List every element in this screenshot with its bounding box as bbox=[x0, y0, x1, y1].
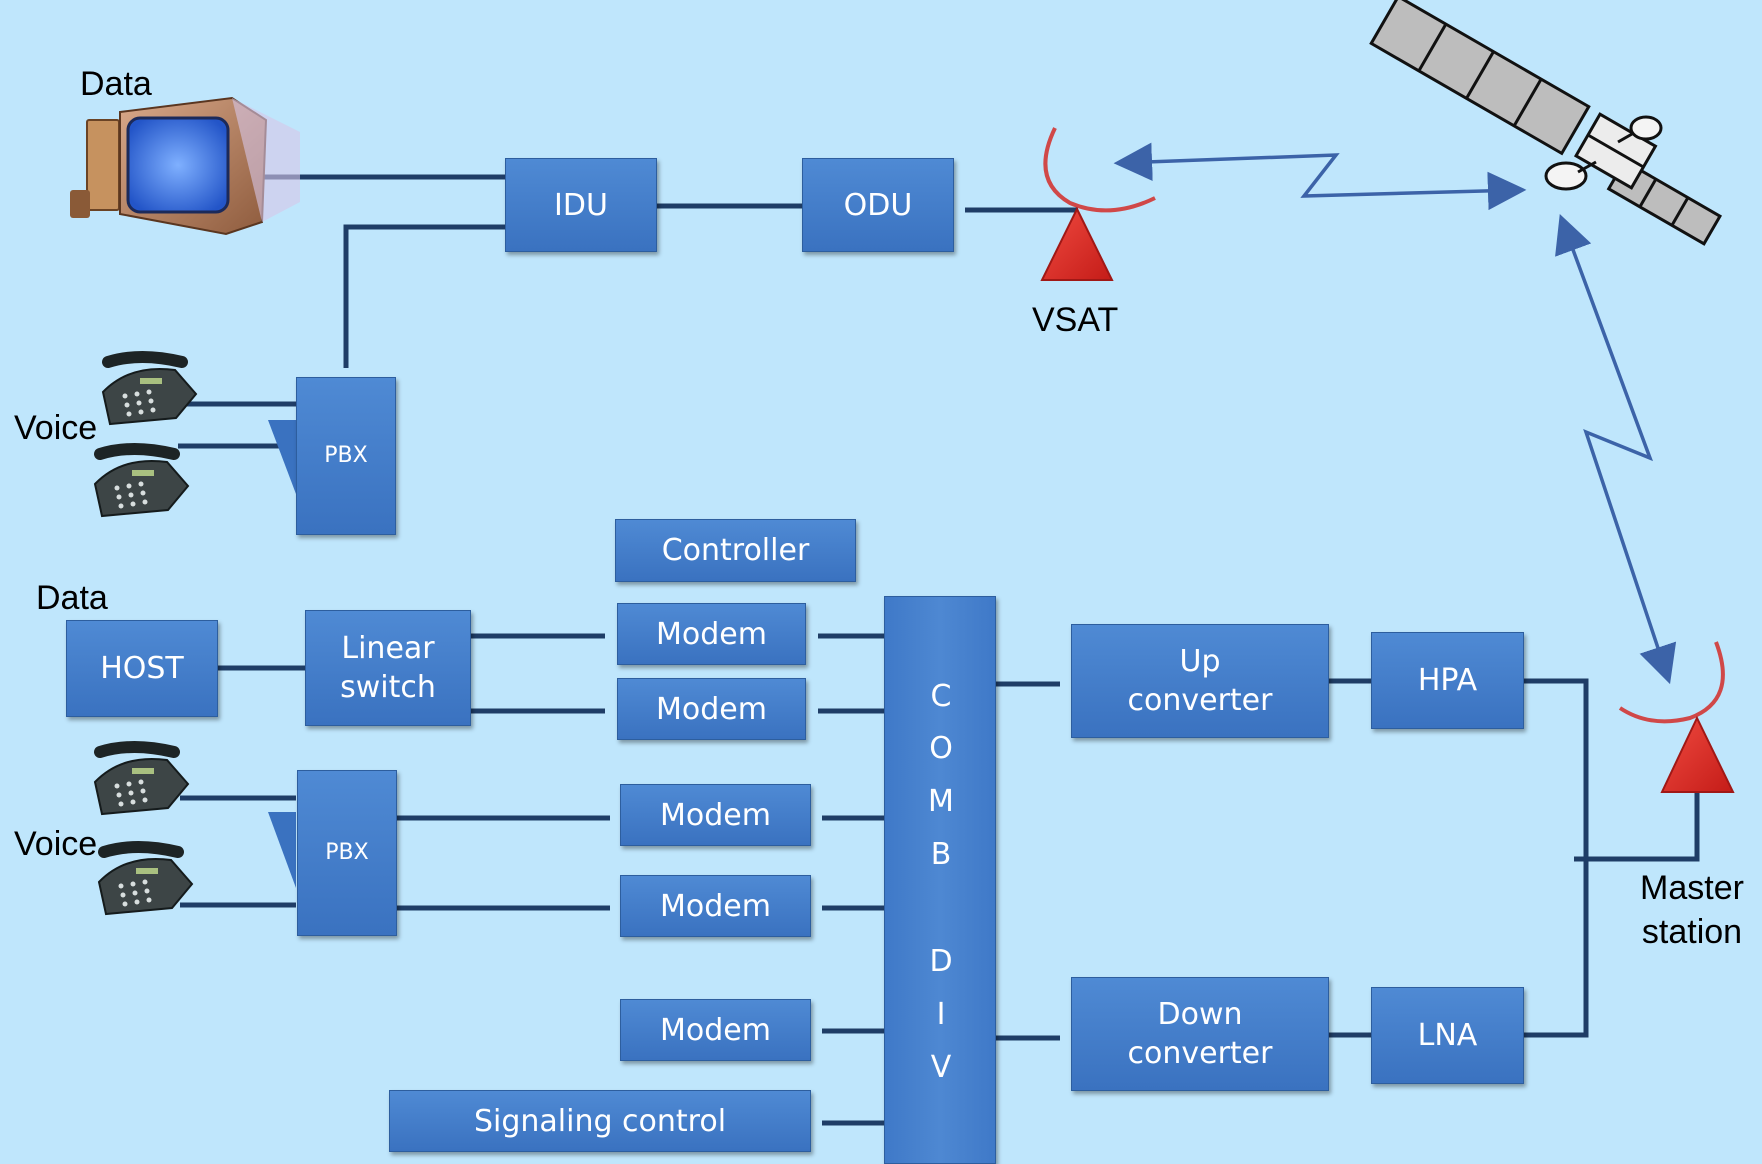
master-station-label: Master station bbox=[1640, 869, 1744, 952]
comb-letter: O bbox=[929, 731, 953, 766]
connector-lines bbox=[178, 174, 1700, 1126]
modem-box[interactable]: Modem bbox=[620, 784, 811, 846]
comb-letter: M bbox=[928, 784, 954, 819]
satellite-icon bbox=[1369, 0, 1723, 246]
pbx-box[interactable]: PBX bbox=[297, 770, 397, 936]
down-converter-box[interactable]: Down converter bbox=[1071, 977, 1329, 1091]
hpa-box[interactable]: HPA bbox=[1371, 632, 1524, 729]
modem-box[interactable]: Modem bbox=[620, 875, 811, 937]
radio-links bbox=[1113, 142, 1677, 685]
modem-box[interactable]: Modem bbox=[617, 603, 806, 665]
linear-switch-box[interactable]: Linear switch bbox=[305, 610, 471, 726]
modem-box[interactable]: Modem bbox=[617, 678, 806, 740]
comb-letter: C bbox=[930, 679, 952, 714]
modem-box[interactable]: Modem bbox=[620, 999, 811, 1061]
data-label: Data bbox=[36, 579, 108, 617]
telephone-icon bbox=[95, 747, 188, 814]
data-label: Data bbox=[80, 65, 152, 103]
pbx-box[interactable]: PBX bbox=[296, 377, 396, 535]
computer-icon bbox=[70, 96, 300, 236]
telephone-icon bbox=[95, 449, 188, 516]
idu-box[interactable]: IDU bbox=[505, 158, 657, 252]
voice-label: Voice bbox=[14, 409, 98, 447]
div-letter: D bbox=[929, 944, 953, 979]
up-converter-box[interactable]: Up converter bbox=[1071, 624, 1329, 738]
host-box[interactable]: HOST bbox=[66, 620, 218, 717]
lna-box[interactable]: LNA bbox=[1371, 987, 1524, 1084]
vsat-label: VSAT bbox=[1032, 301, 1119, 339]
vsat-satellite-link bbox=[1113, 142, 1527, 211]
comb-div-box[interactable]: C O M B D I V bbox=[884, 596, 996, 1164]
master-satellite-link bbox=[1555, 213, 1677, 685]
pbx-trapezoid bbox=[268, 812, 296, 888]
div-letter: V bbox=[930, 1050, 952, 1085]
master-antenna-icon bbox=[1618, 641, 1735, 793]
controller-box[interactable]: Controller bbox=[615, 519, 856, 582]
signaling-control-box[interactable]: Signaling control bbox=[389, 1090, 811, 1152]
comb-letter: B bbox=[930, 837, 952, 872]
pbx-trapezoid bbox=[268, 420, 296, 494]
vsat-antenna-icon bbox=[1040, 127, 1156, 281]
telephone-icon bbox=[99, 847, 192, 914]
telephone-icon bbox=[101, 351, 198, 426]
voice-label: Voice bbox=[14, 825, 98, 863]
odu-box[interactable]: ODU bbox=[802, 158, 954, 252]
div-letter: I bbox=[936, 997, 946, 1032]
